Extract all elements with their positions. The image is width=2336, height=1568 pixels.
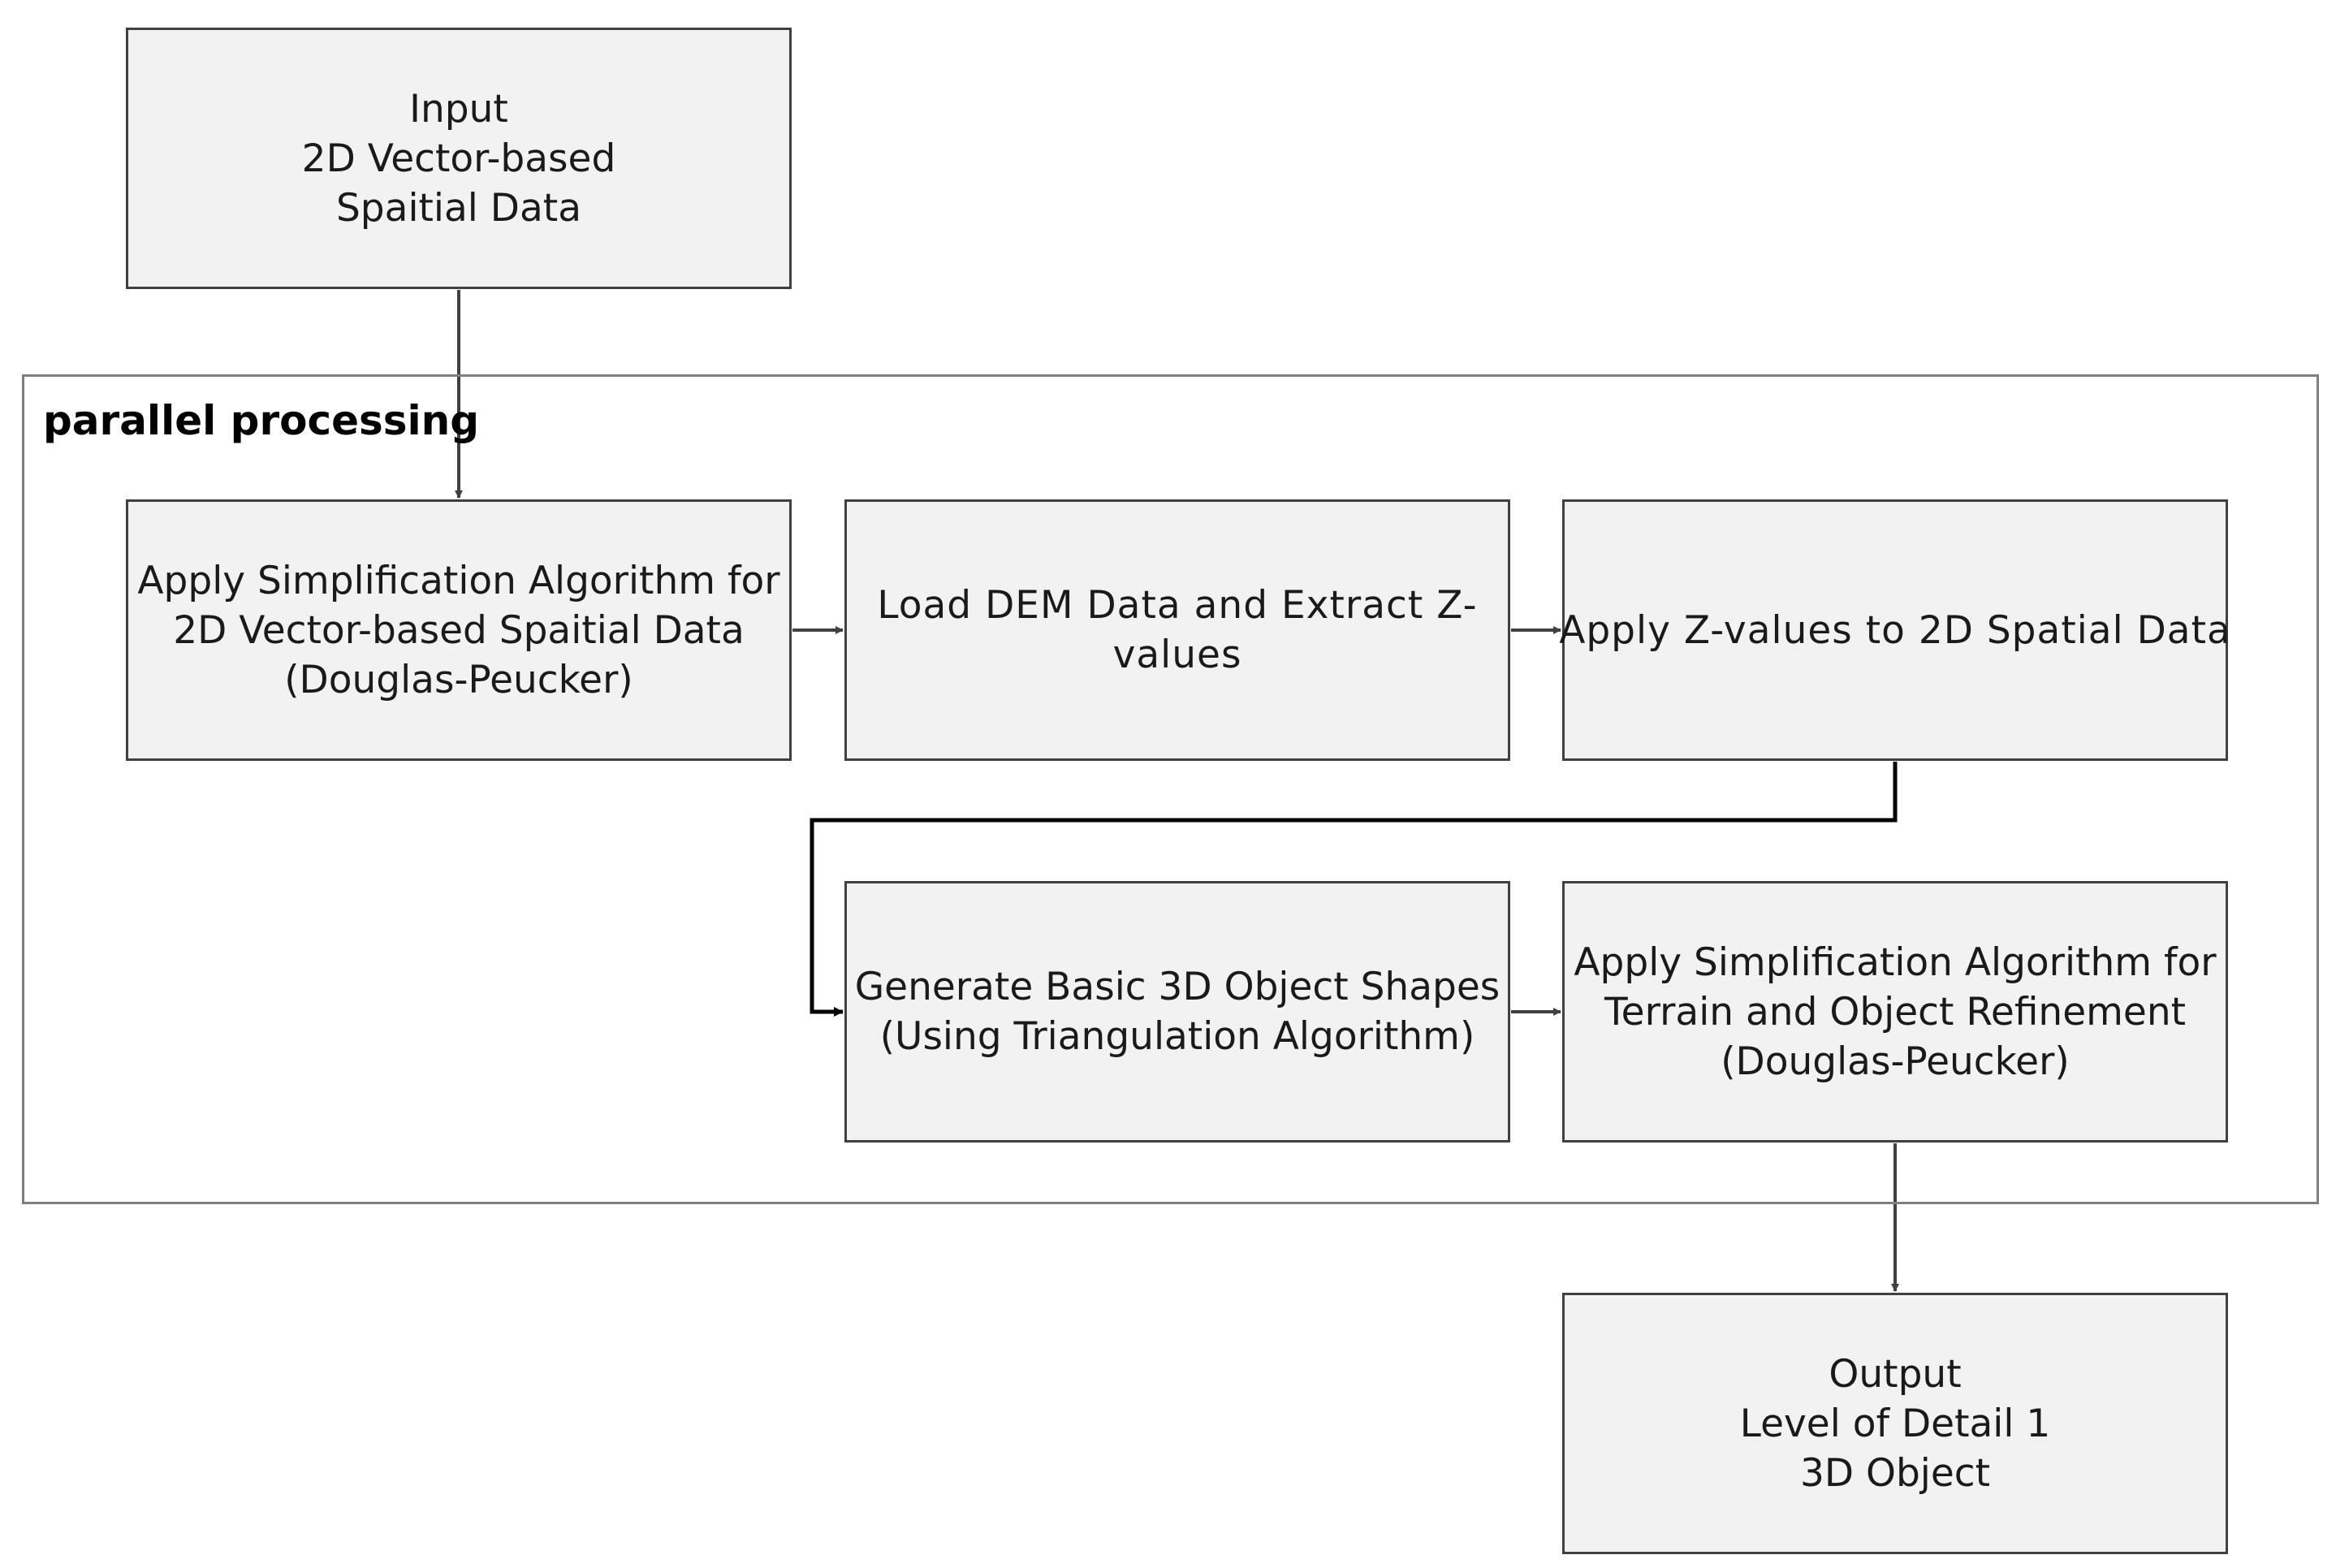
z-apply-node: Apply Z-values to 2D Spatial Data [1559, 499, 2231, 761]
input-node-line-2: 2D Vector-based [301, 136, 616, 181]
output-node-line-1: Output [1829, 1351, 1962, 1397]
output-node-line-3: 3D Object [1799, 1450, 1991, 1496]
simplification-node-line-1: Apply Simplification Algorithm for [137, 558, 780, 603]
dem-node: Load DEM Data and Extract Z- values [844, 499, 1510, 761]
refinement-node-line-2: Terrain and Object Refinement [1604, 989, 2187, 1035]
output-node: Output Level of Detail 1 3D Object [1562, 1293, 2228, 1554]
generate-shapes-node: Generate Basic 3D Object Shapes (Using T… [844, 881, 1510, 1143]
input-node-line-3: Spaitial Data [335, 185, 582, 231]
dem-node-line-1: Load DEM Data and Extract Z- [877, 583, 1478, 628]
output-node-line-2: Level of Detail 1 [1739, 1401, 2051, 1446]
generate-shapes-node-line-2: (Using Triangulation Algorithm) [879, 1014, 1475, 1059]
generate-shapes-node-line-1: Generate Basic 3D Object Shapes [854, 965, 1500, 1009]
parallel-processing-group [22, 374, 2319, 1204]
parallel-processing-label: parallel processing [43, 397, 480, 444]
refinement-node-line-1: Apply Simplification Algorithm for [1574, 940, 2217, 985]
simplification-node-line-3: (Douglas-Peucker) [284, 657, 633, 702]
simplification-node-line-2: 2D Vector-based Spaitial Data [173, 607, 745, 653]
simplification-node: Apply Simplification Algorithm for 2D Ve… [126, 499, 792, 761]
input-node-line-1: Input [409, 86, 508, 132]
input-node: Input 2D Vector-based Spaitial Data [126, 28, 792, 289]
arrow-z-apply-to-generate [810, 762, 1898, 1017]
z-apply-node-line-1: Apply Z-values to 2D Spatial Data [1559, 607, 2231, 653]
refinement-node: Apply Simplification Algorithm for Terra… [1562, 881, 2228, 1143]
refinement-node-line-3: (Douglas-Peucker) [1721, 1039, 2070, 1084]
dem-node-line-2: values [1112, 633, 1242, 677]
